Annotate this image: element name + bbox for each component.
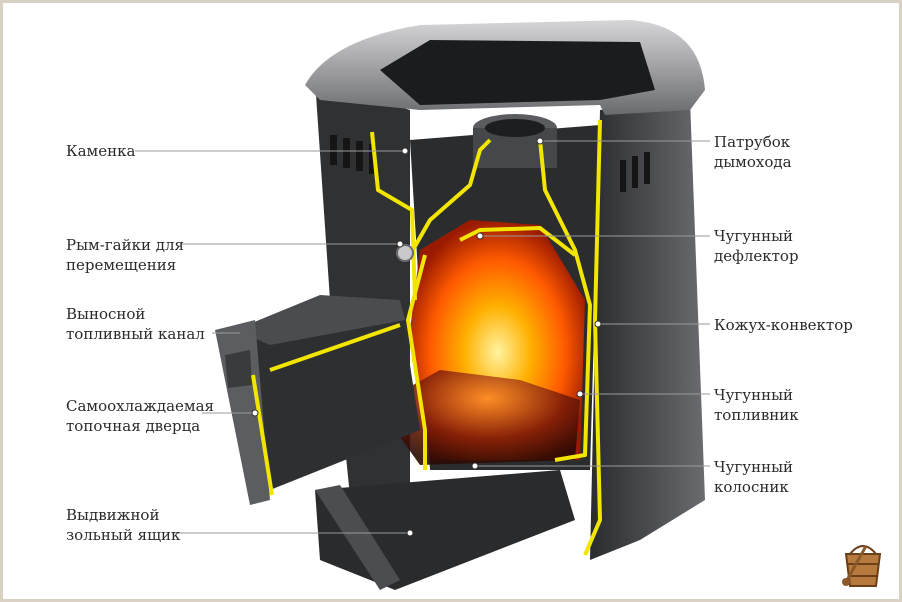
label-rym-gaiki: Рым-гайки для перемещения (66, 236, 184, 274)
right-vents (620, 152, 650, 192)
label-kozhukh: Кожух-конвектор (714, 316, 853, 334)
fire-door-handle (225, 350, 252, 388)
label-dvertsa: Самоохлаждаемая топочная дверца (66, 397, 215, 435)
label-vynosnoy-kanal: Выносной топливный канал (66, 305, 205, 343)
ring-nut (396, 244, 414, 262)
leader-lines (135, 140, 710, 534)
flue-pipe-opening (485, 119, 545, 137)
stove-top-opening (380, 40, 655, 105)
stove-body-right (590, 100, 705, 560)
leader-dots (251, 137, 602, 537)
label-toplivnik: Чугунный топливник (714, 386, 799, 424)
label-patrubok: Патрубок дымохода (714, 133, 792, 171)
label-kamenka: Каменка (66, 142, 136, 160)
embers (395, 370, 580, 465)
label-kolosnik: Чугунный колосник (714, 458, 794, 496)
ash-drawer-front (315, 485, 400, 590)
sauna-bucket-icon (842, 545, 882, 587)
label-deflektor: Чугунный дефлектор (714, 227, 799, 265)
label-zolnik: Выдвижной зольный ящик (66, 506, 181, 544)
fuel-channel-top (235, 295, 405, 345)
fuel-channel (235, 300, 420, 490)
left-vents (330, 135, 376, 174)
